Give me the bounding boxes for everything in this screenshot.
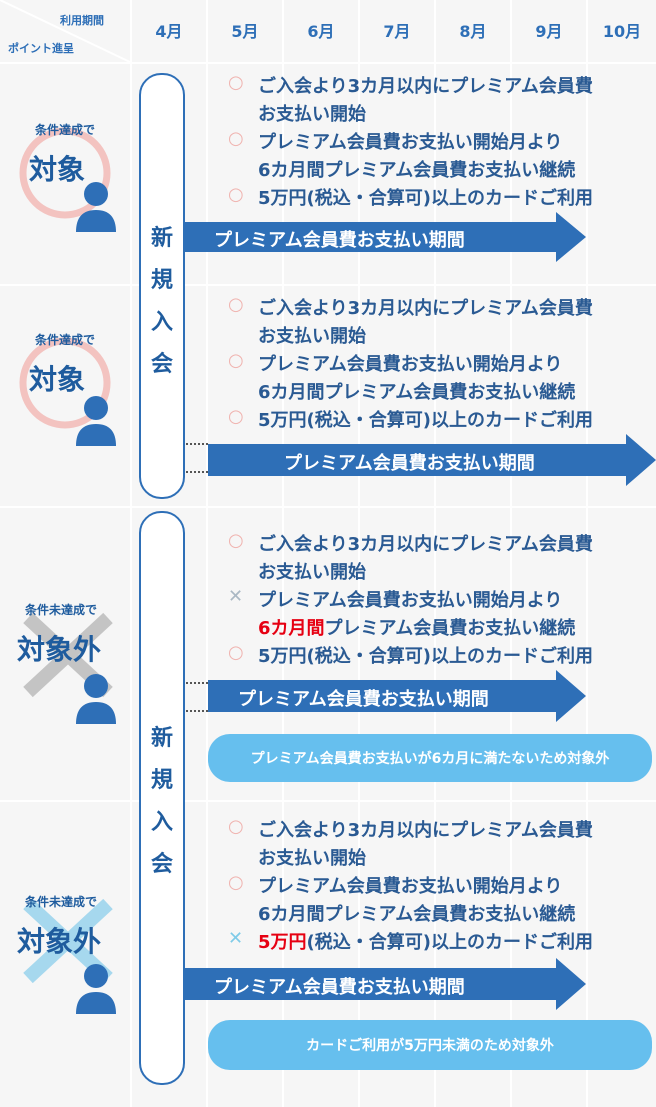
condition-text: 6カ月間プレミアム会員費お支払い継続 [258, 382, 576, 403]
check-circle-icon: ○ [228, 184, 244, 205]
new-join-char: 入 [150, 310, 173, 335]
check-circle-icon: ○ [228, 350, 244, 371]
eligibility-label: 対象外 [16, 633, 101, 666]
month-header: 10月 [602, 22, 642, 41]
condition-text: ご入会より3カ月以内にプレミアム会員費 [258, 820, 593, 841]
eligibility-label: 対象外 [16, 925, 101, 958]
check-circle-icon: ○ [228, 530, 244, 551]
grid-line [0, 62, 656, 64]
grid-line [434, 0, 436, 1107]
condition-text: 6カ月間プレミアム会員費お支払い継続 [258, 904, 576, 925]
point-grant-label: ポイント進呈 [8, 42, 74, 55]
condition-label: 条件達成で [34, 123, 95, 137]
condition-text: 6カ月間プレミアム会員費お支払い継続 [258, 160, 576, 181]
condition-text: お支払い開始 [258, 326, 366, 347]
highlight-text: 5万円 [258, 932, 307, 953]
grid-line [206, 0, 208, 1107]
arrow-label: プレミアム会員費お支払い期間 [214, 977, 465, 998]
target-circle-icon [19, 337, 111, 429]
condition-text: ご入会より3カ月以内にプレミアム会員費 [258, 534, 593, 555]
ineligible-note: カードご利用が5万円未満のため対象外 [208, 1020, 652, 1070]
grid-line [0, 284, 656, 286]
condition-text: ご入会より3カ月以内にプレミアム会員費 [258, 298, 593, 319]
month-header: 9月 [535, 22, 563, 41]
dotted-connector [186, 443, 208, 445]
condition-text: お支払い開始 [258, 562, 366, 583]
month-header: 7月 [383, 22, 411, 41]
person-icon [76, 396, 116, 446]
condition-text: お支払い開始 [258, 104, 366, 125]
condition-text: お支払い開始 [258, 848, 366, 869]
condition-text: ご入会より3カ月以内にプレミアム会員費 [258, 76, 593, 97]
cross-icon: ✕ [228, 586, 244, 607]
new-join-char: 会 [150, 352, 173, 377]
target-circle-icon [19, 127, 111, 219]
person-icon [76, 964, 116, 1014]
new-join-pill [139, 73, 185, 499]
condition-text: 5万円(税込・合算可)以上のカードご利用 [258, 646, 593, 667]
eligibility-label: 対象 [28, 363, 85, 396]
grid-line [130, 0, 132, 1107]
month-header: 4月 [155, 22, 183, 41]
condition-text: プレミアム会員費お支払い開始月より [258, 876, 563, 897]
condition-text: 5万円(税込・合算可)以上のカードご利用 [258, 410, 593, 431]
new-join-char: 規 [150, 768, 173, 793]
condition-label: 条件達成で [34, 333, 95, 347]
grid-line [0, 506, 656, 508]
dotted-connector [186, 710, 208, 712]
grid-line [0, 800, 656, 802]
grid-line [282, 0, 284, 1107]
new-join-char: 入 [150, 810, 173, 835]
new-join-label: 新 規 入 会 [142, 218, 182, 386]
arrow-label: プレミアム会員費お支払い期間 [284, 453, 535, 474]
check-circle-icon: ○ [228, 128, 244, 149]
highlight-text: 6カ月間 [258, 618, 325, 639]
payment-period-arrow [184, 212, 586, 262]
check-circle-icon: ○ [228, 406, 244, 427]
payment-period-arrow [184, 958, 586, 1010]
condition-text-rest: プレミアム会員費お支払い継続 [324, 618, 576, 639]
corner-diagonal [0, 0, 130, 62]
condition-text-rest: (税込・合算可)以上のカードご利用 [306, 932, 593, 953]
arrow-label: プレミアム会員費お支払い期間 [214, 230, 465, 251]
eligibility-label: 対象 [28, 153, 85, 186]
condition-text: プレミアム会員費お支払い開始月より [258, 590, 563, 611]
dotted-connector [186, 471, 208, 473]
grid-line [586, 0, 588, 1107]
new-join-char: 新 [150, 726, 173, 751]
month-header: 6月 [307, 22, 335, 41]
check-circle-icon: ○ [228, 816, 244, 837]
check-circle-icon: ○ [228, 72, 244, 93]
check-circle-icon: ○ [228, 872, 244, 893]
payment-period-arrow [208, 434, 656, 486]
arrow-label: プレミアム会員費お支払い期間 [238, 689, 489, 710]
new-join-char: 規 [150, 268, 173, 293]
condition-label: 条件未達成で [24, 603, 97, 617]
new-join-label: 新 規 入 会 [142, 718, 182, 886]
condition-text: プレミアム会員費お支払い開始月より [258, 132, 563, 153]
check-circle-icon: ○ [228, 642, 244, 663]
dotted-connector [186, 682, 208, 684]
cross-icon: ✕ [228, 928, 244, 949]
new-join-char: 新 [150, 226, 173, 251]
condition-label: 条件未達成で [24, 895, 97, 909]
grid-line [358, 0, 360, 1107]
check-circle-icon: ○ [228, 294, 244, 315]
condition-text: プレミアム会員費お支払い開始月より [258, 354, 563, 375]
grid-line [510, 0, 512, 1107]
ineligible-note: プレミアム会員費お支払いが6カ月に満たないため対象外 [208, 734, 652, 782]
person-icon [76, 182, 116, 232]
condition-text: 5万円(税込・合算可)以上のカードご利用 [258, 928, 593, 954]
new-join-char: 会 [150, 852, 173, 877]
condition-text: 5万円(税込・合算可)以上のカードご利用 [258, 188, 593, 209]
month-header: 5月 [231, 22, 259, 41]
payment-period-arrow [208, 670, 586, 722]
usage-period-label: 利用期間 [60, 14, 104, 27]
month-header: 8月 [459, 22, 487, 41]
new-join-pill [139, 511, 185, 1085]
condition-text: 6カ月間プレミアム会員費お支払い継続 [258, 614, 575, 640]
person-icon [76, 674, 116, 724]
